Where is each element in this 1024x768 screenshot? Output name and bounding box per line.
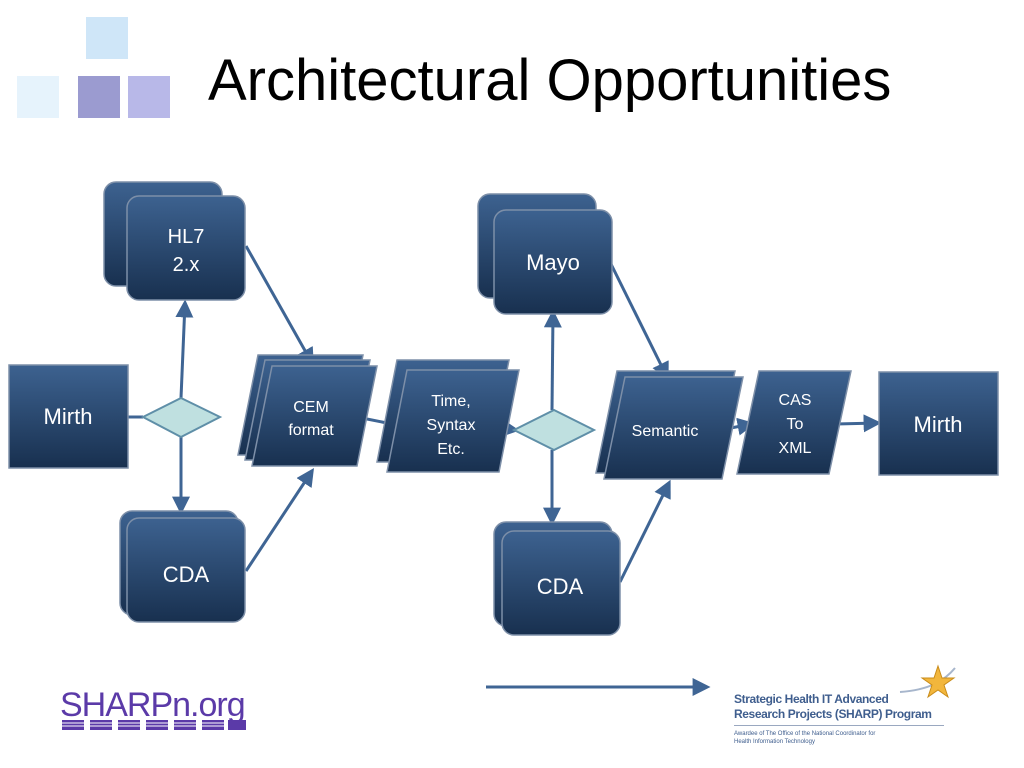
slide-title: Architectural Opportunities bbox=[208, 48, 892, 113]
program-title-line2: Research Projects (SHARP) Program bbox=[734, 707, 932, 721]
decor-square-top bbox=[86, 17, 128, 59]
node-cda-left: CDA bbox=[119, 510, 246, 623]
program-subtitle-line1: Awardee of The Office of the National Co… bbox=[734, 731, 876, 737]
node-hl7-line2: 2.x bbox=[173, 254, 200, 276]
decor-square-mid bbox=[78, 76, 120, 118]
node-cas-to-xml: CAS To XML bbox=[736, 370, 852, 475]
decision-diamond-right bbox=[511, 408, 597, 452]
node-cem-line1: CEM bbox=[293, 399, 329, 416]
node-mirth-right: Mirth bbox=[878, 371, 999, 476]
arrow-mayo-to-semantic bbox=[608, 261, 669, 381]
node-mirth-left-label: Mirth bbox=[44, 404, 93, 429]
node-mayo: Mayo bbox=[477, 193, 613, 315]
node-cas-line2: To bbox=[787, 416, 804, 433]
node-cem: CEM format bbox=[237, 354, 378, 467]
decor-square-left bbox=[17, 76, 59, 118]
decor-square-right bbox=[128, 76, 170, 118]
node-cda-right: CDA bbox=[493, 521, 621, 636]
node-time-line2: Syntax bbox=[427, 417, 476, 434]
program-title-line1: Strategic Health IT Advanced bbox=[734, 692, 889, 706]
arrow-cda-to-cem bbox=[244, 467, 314, 572]
sharpn-logo-text: SHARPn.org bbox=[60, 686, 246, 724]
node-mayo-label: Mayo bbox=[526, 250, 580, 275]
sharp-program-logo: Strategic Health IT Advanced Research Pr… bbox=[734, 668, 959, 753]
node-time-syntax: Time, Syntax Etc. bbox=[376, 359, 520, 473]
node-cda-left-label: CDA bbox=[163, 562, 210, 587]
node-time-line3: Etc. bbox=[437, 441, 465, 458]
decision-diamond-left bbox=[140, 396, 223, 439]
node-time-line1: Time, bbox=[431, 393, 470, 410]
node-semantic-label: Semantic bbox=[632, 423, 699, 440]
node-hl7-line1: HL7 bbox=[168, 226, 205, 248]
arrow-diamond-to-mayo bbox=[543, 309, 562, 411]
node-cem-line2: format bbox=[288, 422, 334, 439]
arrow-hl7-to-cem bbox=[244, 245, 314, 367]
node-hl7: HL7 2.x bbox=[103, 181, 246, 301]
node-semantic: Semantic bbox=[595, 370, 744, 480]
arrow-cas-to-mirth bbox=[835, 414, 882, 433]
program-divider bbox=[734, 725, 944, 726]
node-mirth-left: Mirth bbox=[8, 364, 129, 469]
arrow-diamond-to-hl7 bbox=[175, 299, 194, 399]
star-icon bbox=[899, 664, 956, 699]
node-cas-line1: CAS bbox=[779, 392, 812, 409]
sharpn-logo-bars bbox=[62, 720, 246, 730]
arrow-cda-to-semantic bbox=[618, 479, 671, 583]
node-cas-line3: XML bbox=[779, 440, 812, 457]
node-cda-right-label: CDA bbox=[537, 574, 584, 599]
program-subtitle-line2: Health Information Technology bbox=[734, 739, 815, 745]
node-mirth-right-label: Mirth bbox=[914, 412, 963, 437]
sharpn-logo: SHARPn.org bbox=[60, 688, 250, 743]
